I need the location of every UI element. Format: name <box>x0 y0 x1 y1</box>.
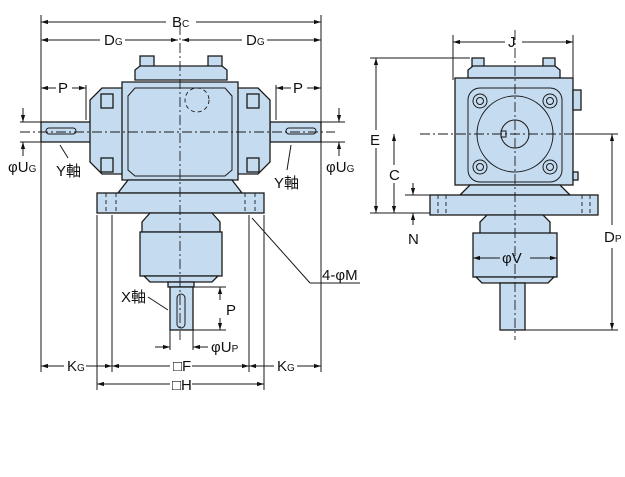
dim-f: □F <box>173 358 191 375</box>
dim-n: N <box>408 231 419 248</box>
label-x-axis: X軸 <box>121 289 146 306</box>
mount-flange <box>96 192 265 214</box>
side-flange <box>429 194 599 216</box>
dim-p-right: P <box>293 80 303 97</box>
label-y-axis-left: Y軸 <box>56 163 81 180</box>
dim-ug-left: φUG <box>8 159 37 176</box>
dim-ug-right: φUG <box>326 159 355 176</box>
dim-p-x: P <box>226 302 236 319</box>
front-view: BC DG DG P P φUG φUG Y軸 Y軸 4-φM X軸 <box>8 14 360 394</box>
side-view: J E C N φV DP <box>370 30 622 340</box>
dim-phi-v: φV <box>502 250 522 267</box>
gearbox-housing <box>121 81 239 181</box>
dim-bc: BC <box>172 14 189 31</box>
dim-dg-right: DG <box>246 32 265 49</box>
bolt-heads <box>472 93 558 175</box>
dim-e: E <box>370 132 380 149</box>
dim-kg-left: KG <box>67 358 85 375</box>
dim-j: J <box>508 34 516 51</box>
dim-h: □H <box>172 377 192 394</box>
dim-dg-left: DG <box>104 32 123 49</box>
dim-c: C <box>389 167 400 184</box>
x-shaft <box>169 286 194 331</box>
lower-housing <box>139 231 223 277</box>
dim-p-left: P <box>58 80 68 97</box>
side-housing <box>454 77 574 186</box>
label-y-axis-right: Y軸 <box>274 175 299 192</box>
label-4-phi-m: 4-φM <box>322 267 358 284</box>
dim-up: φUP <box>211 339 239 356</box>
dim-kg-right: KG <box>277 358 295 375</box>
dim-dp: DP <box>604 229 622 246</box>
